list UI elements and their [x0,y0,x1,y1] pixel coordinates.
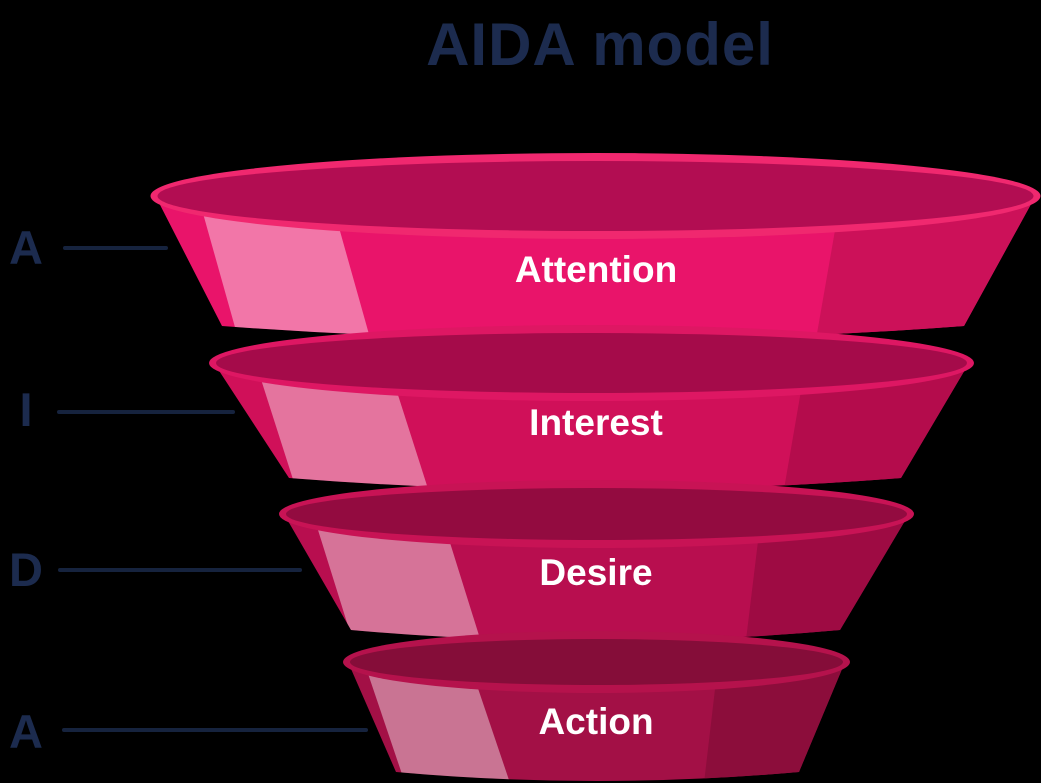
connector-line-desire [58,568,302,572]
side-letter-d: D [9,543,43,596]
stage-label-attention: Attention [514,249,678,290]
stage-label-interest: Interest [529,402,663,443]
connector-line-attention [63,246,168,250]
stage-label-action: Action [538,701,654,742]
funnel-stage-opening [157,161,1034,231]
side-letter-a2: A [9,705,43,758]
connector-line-interest [57,410,235,414]
funnel-stage-desire [279,480,914,641]
funnel-stage-action [343,631,850,781]
funnel-stage-opening [350,639,843,685]
funnel-stage-opening [286,488,907,540]
side-letter-i: I [19,383,33,436]
connector-line-action [62,728,368,732]
page-title: AIDA model [426,11,774,78]
side-letter-a1: A [9,221,43,274]
stage-label-desire: Desire [539,552,653,593]
funnel-stage-opening [216,333,967,393]
funnel-stage-attention [150,153,1041,340]
